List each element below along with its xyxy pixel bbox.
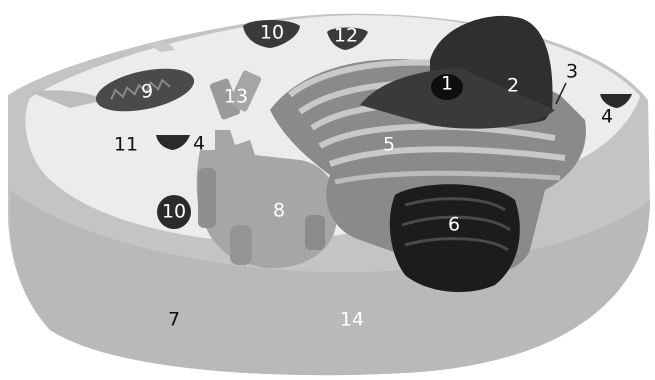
label-4-left: 4: [193, 135, 205, 154]
label-11: 11: [114, 136, 138, 155]
label-8: 8: [273, 202, 285, 221]
label-12: 12: [334, 27, 358, 46]
label-6: 6: [448, 216, 460, 235]
label-2: 2: [507, 77, 519, 96]
label-14: 14: [340, 311, 364, 330]
label-10-top: 10: [260, 24, 284, 43]
label-10-lower: 10: [162, 203, 186, 222]
label-3: 3: [566, 63, 578, 82]
label-9: 9: [141, 83, 153, 102]
label-1: 1: [441, 75, 453, 94]
label-4-right: 4: [601, 108, 613, 127]
vacuole-tube-3: [305, 215, 325, 250]
label-5: 5: [383, 136, 395, 155]
vacuole-tube-2: [230, 225, 252, 265]
vacuole-tube-1: [198, 168, 216, 228]
label-13: 13: [224, 88, 248, 107]
label-7: 7: [168, 311, 180, 330]
